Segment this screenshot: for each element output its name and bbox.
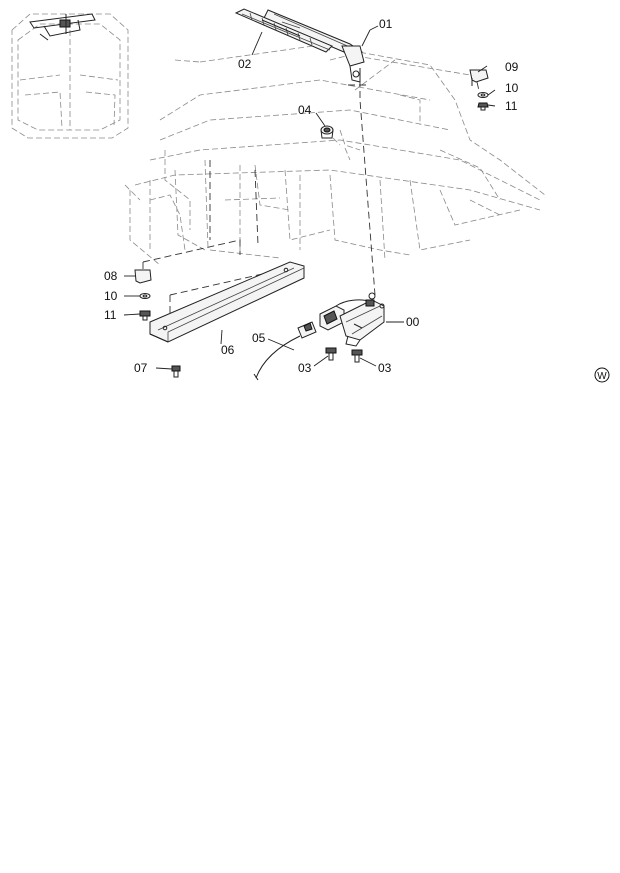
wiper-blade xyxy=(234,8,333,53)
callout-03-left: 03 xyxy=(298,361,312,375)
bolt-left xyxy=(139,310,151,321)
leader-lines xyxy=(123,25,496,370)
callout-labels: 01 02 04 09 10 11 08 10 11 06 05 07 00 0… xyxy=(104,17,519,375)
callout-08: 08 xyxy=(104,269,118,283)
bolt-07 xyxy=(171,365,181,378)
callout-04: 04 xyxy=(298,103,312,117)
corner-mark: W xyxy=(594,367,610,383)
callout-07: 07 xyxy=(134,361,148,375)
callout-01: 01 xyxy=(379,17,393,31)
washer-left xyxy=(139,293,151,299)
callout-06: 06 xyxy=(221,343,235,357)
bracket-right xyxy=(469,69,489,86)
callout-09: 09 xyxy=(505,60,519,74)
corner-mark-letter: W xyxy=(597,371,607,382)
callout-02: 02 xyxy=(238,57,252,71)
callout-10-right: 10 xyxy=(505,81,519,95)
callout-11-left: 11 xyxy=(104,308,117,322)
nozzle-fitting xyxy=(320,125,341,146)
callout-00: 00 xyxy=(406,315,420,329)
thumbnail-wiper-highlight xyxy=(29,13,96,41)
callout-10-left: 10 xyxy=(104,289,118,303)
callout-03-right: 03 xyxy=(378,361,392,375)
washer-right xyxy=(477,92,489,98)
cover-rail xyxy=(149,261,305,343)
callout-05: 05 xyxy=(252,331,266,345)
screw-03-left xyxy=(325,347,337,361)
assembly-guide-lines xyxy=(142,80,481,318)
bolt-right xyxy=(477,102,489,111)
callout-11-right: 11 xyxy=(505,99,518,113)
screw-03-right xyxy=(351,349,363,363)
wire-harness xyxy=(253,321,317,381)
bracket-left xyxy=(134,269,152,284)
wiper-motor xyxy=(319,292,385,347)
cab-thumbnail xyxy=(11,13,129,139)
